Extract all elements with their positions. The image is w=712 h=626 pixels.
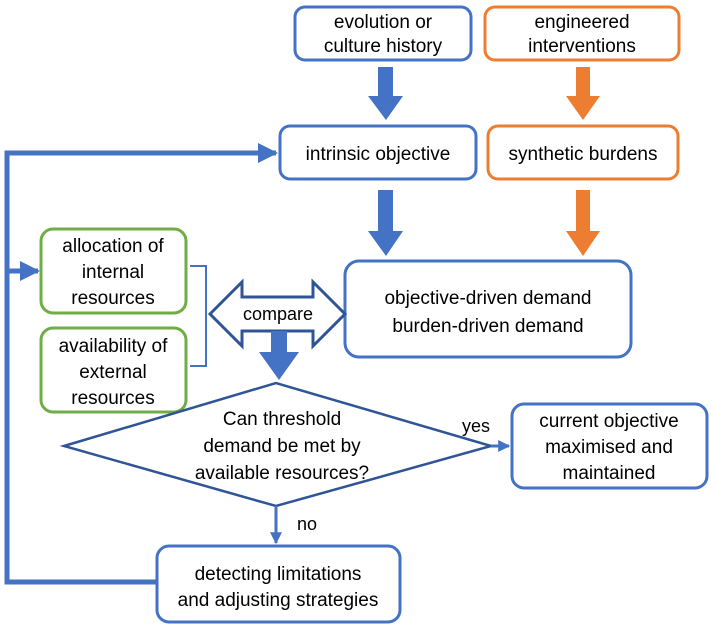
detecting-line-1: detecting limitations [195, 564, 362, 585]
allocation-box: allocation of internal resources [39, 227, 188, 315]
arrow-intrinsic-to-demand [368, 190, 403, 256]
evolution-box: evolution or culture history [293, 5, 473, 62]
decision-line-2: demand be met by [203, 436, 361, 457]
detecting-line-2: and adjusting strategies [178, 590, 379, 611]
engineered-line-1: engineered [534, 12, 629, 33]
demand-line-1: objective-driven demand [384, 288, 591, 309]
feedback-loop-line [4, 143, 278, 585]
availability-line-2: external [79, 362, 147, 383]
decision-line-3: available resources? [195, 463, 369, 484]
resources-bracket [190, 265, 207, 367]
intrinsic-objective-label: intrinsic objective [306, 144, 451, 165]
outcome-line-2: maximised and [545, 437, 673, 458]
allocation-line-1: allocation of [62, 236, 164, 257]
synthetic-burdens-label: synthetic burdens [509, 144, 658, 165]
yes-label: yes [462, 416, 490, 436]
evolution-line-1: evolution or [334, 12, 433, 33]
evolution-line-2: culture history [324, 36, 443, 57]
decision-diamond: Can threshold demand be met by available… [59, 381, 496, 508]
detecting-box: detecting limitations and adjusting stra… [155, 544, 402, 624]
arrow-synthetic-to-demand [566, 190, 600, 256]
arrow-compare-to-decision [259, 331, 299, 380]
outcome-line-3: maintained [563, 463, 656, 484]
arrow-engineered-to-synthetic [566, 67, 600, 120]
demand-line-2: burden-driven demand [392, 316, 583, 337]
compare-label: compare [243, 304, 313, 324]
availability-line-3: resources [71, 388, 154, 409]
availability-line-1: availability of [59, 336, 168, 357]
compare-double-arrow: compare [207, 278, 348, 350]
allocation-line-3: resources [71, 288, 154, 309]
outcome-box: current objective maximised and maintain… [510, 402, 709, 490]
intrinsic-objective-box: intrinsic objective [278, 124, 478, 181]
availability-box: availability of external resources [39, 326, 188, 414]
arrow-evolution-to-intrinsic [368, 67, 403, 120]
outcome-line-1: current objective [539, 411, 678, 432]
synthetic-burdens-box: synthetic burdens [486, 124, 680, 181]
engineered-box: engineered interventions [483, 5, 681, 62]
no-label: no [297, 514, 317, 534]
allocation-line-2: internal [82, 262, 144, 283]
engineered-line-2: interventions [528, 36, 636, 57]
demand-box: objective-driven demand burden-driven de… [343, 259, 633, 359]
decision-line-1: Can threshold [223, 409, 341, 430]
